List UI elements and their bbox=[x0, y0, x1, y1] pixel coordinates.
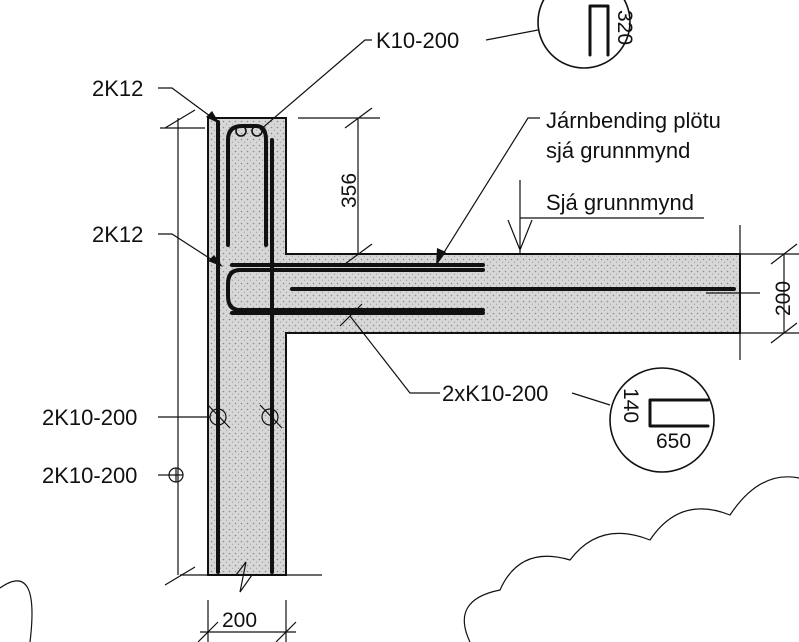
leader-2k12-top bbox=[158, 87, 219, 123]
mark-2xk10-200 bbox=[339, 303, 363, 327]
leader-2k12-mid bbox=[158, 233, 221, 266]
leader-2xk10-200 bbox=[349, 315, 440, 394]
dim-200-wall-line bbox=[197, 600, 297, 642]
bar-shape-circle-top bbox=[537, 0, 631, 69]
bar-shape-bottom-long: 650 bbox=[656, 430, 691, 453]
concrete-section bbox=[207, 117, 741, 576]
dim-wall-height bbox=[160, 109, 205, 586]
label-2k12-mid: 2K12 bbox=[92, 222, 143, 247]
top-bar-section-2 bbox=[251, 125, 263, 137]
label-k10-200: K10-200 bbox=[376, 28, 459, 53]
slab-u-bar bbox=[226, 268, 485, 312]
bar-shape-top-hook bbox=[588, 4, 610, 57]
dim-200-slab-text: 200 bbox=[772, 281, 795, 316]
bar-shape-top-dim: 320 bbox=[613, 10, 636, 45]
arrow-slab-reinf bbox=[436, 248, 446, 266]
dim-356-text: 356 bbox=[338, 173, 361, 208]
label-2k10-200-a: 2K10-200 bbox=[42, 405, 137, 430]
bar-shape-bottom-u bbox=[648, 398, 710, 428]
arrow-2k12-mid bbox=[208, 255, 223, 267]
leader-see-plan bbox=[507, 180, 533, 254]
dim-356-line bbox=[298, 107, 380, 265]
label-slab-reinf-1: Járnbending plötu bbox=[546, 108, 721, 133]
bar-section-a2 bbox=[261, 408, 279, 426]
leader-k10-200 bbox=[259, 39, 372, 131]
leader-slab-reinf bbox=[437, 117, 540, 263]
dim-200-wall-text: 200 bbox=[222, 609, 257, 632]
label-2k10-200-b: 2K10-200 bbox=[42, 463, 137, 488]
dim-200-slab-line bbox=[740, 243, 799, 344]
wall-break-line bbox=[180, 561, 322, 593]
arrow-2k12-top bbox=[206, 111, 220, 124]
label-see-plan: Sjá grunnmynd bbox=[546, 190, 694, 215]
label-2k12-top: 2K12 bbox=[92, 76, 143, 101]
bar-section-b-cross bbox=[169, 468, 183, 482]
top-stirrup-bar bbox=[226, 124, 268, 247]
bar-section-a-slash bbox=[207, 404, 283, 429]
label-2xk10-200: 2xK10-200 bbox=[442, 381, 548, 406]
bar-shape-circle-bottom bbox=[609, 367, 715, 473]
leader-2xk10-circle bbox=[571, 392, 611, 406]
leader-k10-200-circle bbox=[485, 29, 539, 41]
label-slab-reinf-2: sjá grunnmynd bbox=[546, 138, 690, 163]
revision-cloud bbox=[0, 476, 799, 642]
bar-shape-bottom-short: 140 bbox=[619, 388, 642, 423]
bar-section-a1 bbox=[209, 408, 227, 426]
top-bar-section-1 bbox=[235, 125, 247, 137]
